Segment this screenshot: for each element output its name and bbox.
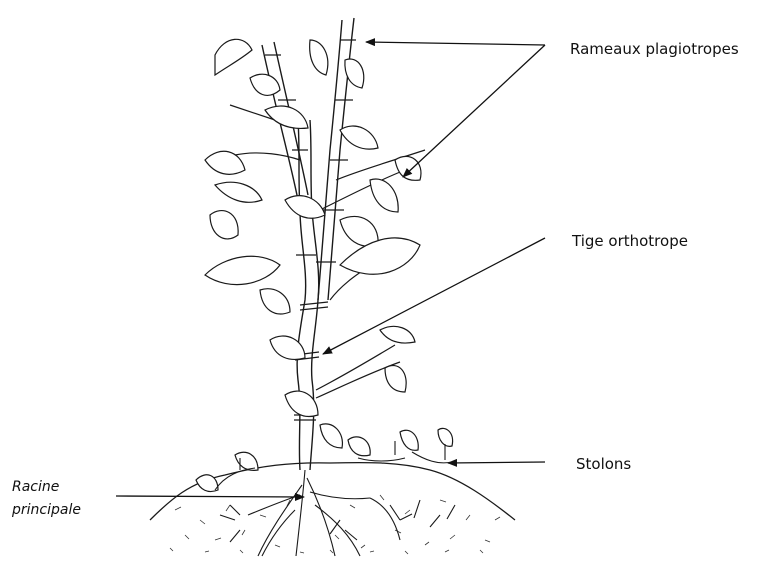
soil-texture xyxy=(170,495,500,554)
arrow-rameaux-branch xyxy=(403,45,545,177)
leaves xyxy=(196,39,453,491)
arrow-stolons xyxy=(448,462,545,463)
label-rameaux-plagiotropes: Rameaux plagiotropes xyxy=(570,40,739,59)
stem-nodes xyxy=(265,40,356,420)
label-racine-line1: Racine xyxy=(12,476,81,499)
arrow-racine xyxy=(116,496,304,497)
label-racine-line2: principale xyxy=(12,499,81,522)
label-racine-principale: Racine principale xyxy=(12,476,81,522)
label-tige-orthotrope: Tige orthotrope xyxy=(572,232,688,251)
label-stolons: Stolons xyxy=(576,455,631,474)
arrow-rameaux-top xyxy=(366,42,545,45)
root-system xyxy=(220,470,455,556)
